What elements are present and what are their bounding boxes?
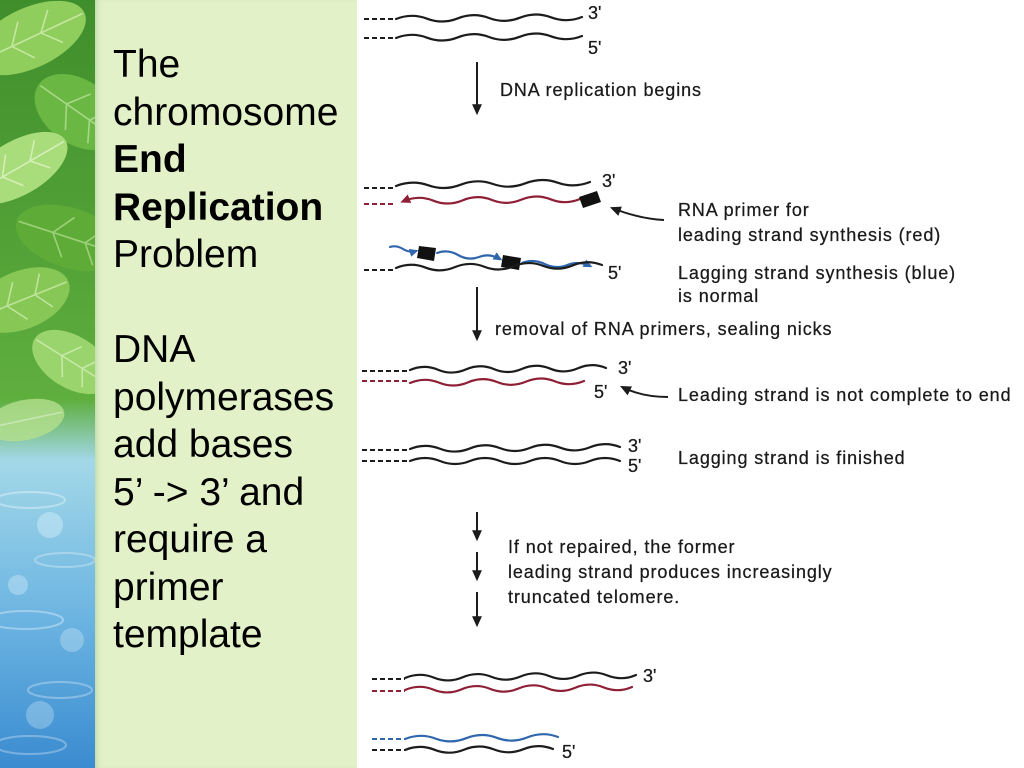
water-ripples	[0, 491, 95, 755]
body-line: 5’ -> 3’ and	[113, 470, 305, 514]
rna-primer-block	[417, 246, 436, 261]
body-line: DNA	[113, 328, 196, 371]
end-label-3-prime: 3'	[628, 436, 641, 456]
stage-truncated-duplex-red: 3'	[372, 666, 657, 694]
truncated-strand	[403, 745, 555, 754]
annotation-unrepaired-outcome: leading strand produces increasingly	[508, 562, 833, 582]
template-strand	[394, 261, 604, 272]
end-label-5-prime: 5'	[608, 263, 621, 283]
diagram-canvas: 3' 5' DNA replication begins 3' RNA prim…	[362, 3, 1012, 762]
lagging-strand-blue	[388, 245, 419, 257]
rna-primer-block	[579, 191, 601, 208]
water-ripple	[0, 610, 64, 630]
leaf-icon	[32, 329, 95, 395]
slide-heading: The chromosome End Replication Problem	[113, 41, 338, 279]
pointer-arrow-icon	[620, 386, 669, 398]
leaf-icon	[0, 0, 86, 76]
water-highlight	[37, 512, 63, 538]
water-ripple	[34, 552, 95, 568]
water-highlight	[8, 575, 28, 595]
annotation-lagging-synthesis: Lagging strand synthesis (blue)	[678, 263, 956, 283]
heading-line: The	[113, 43, 181, 86]
step-label-replication-begins: DNA replication begins	[500, 80, 702, 100]
annotation-unrepaired-outcome: truncated telomere.	[508, 587, 680, 607]
annotation-leading-incomplete: Leading strand is not complete to end	[678, 385, 1012, 405]
leaf-icon	[34, 73, 95, 151]
decorative-strip	[0, 0, 95, 768]
template-strand-top	[394, 13, 584, 23]
text-panel: The chromosome End Replication Problem D…	[95, 0, 357, 768]
leaf-icon	[0, 398, 65, 442]
end-label-3-prime: 3'	[602, 171, 615, 191]
lagging-strand-blue	[403, 733, 560, 743]
leaf-and-water-decoration	[0, 0, 95, 768]
template-strand	[403, 671, 638, 682]
body-line: primer	[113, 565, 224, 609]
end-label-5-prime: 5'	[562, 742, 575, 762]
body-line: require a	[113, 518, 267, 561]
template-strand-bottom	[394, 32, 584, 42]
stage-truncated-duplex-blue: 5'	[372, 733, 576, 762]
annotation-unrepaired-outcome: If not repaired, the former	[508, 537, 735, 557]
leaf-icon	[0, 131, 68, 205]
annotation-lagging-finished: Lagging strand is finished	[678, 448, 906, 468]
leading-strand-red	[408, 377, 586, 387]
water-ripple	[27, 681, 93, 699]
stage-parental-duplex: 3' 5'	[364, 3, 602, 58]
end-label-3-prime: 3'	[618, 358, 631, 378]
slide-body-text: DNA polymerases add bases 5’ -> 3’ and r…	[113, 326, 338, 659]
annotation-rna-primer: leading strand synthesis (red)	[678, 225, 941, 245]
end-replication-diagram: 3' 5' DNA replication begins 3' RNA prim…	[357, 0, 1024, 768]
water-highlights	[8, 512, 84, 729]
water-ripple	[0, 491, 66, 509]
water-highlight	[26, 701, 54, 729]
leaf-vein	[18, 216, 95, 266]
step-label-primer-removal: removal of RNA primers, sealing nicks	[495, 319, 832, 339]
heading-bold-line: End	[113, 138, 187, 181]
heading-line: Problem	[113, 233, 259, 276]
stage-leading-strand: 3' RNA primer for leading strand synthes…	[364, 171, 941, 245]
heading-line: chromosome	[113, 90, 339, 134]
template-strand	[394, 178, 592, 190]
water-highlight	[60, 628, 84, 652]
leaf-vein	[0, 139, 65, 196]
end-label-3-prime: 3'	[588, 3, 601, 23]
leaf-vein	[35, 339, 95, 388]
leaf-vein	[0, 273, 67, 320]
leaf-icon	[0, 267, 70, 333]
template-strand	[408, 443, 622, 453]
annotation-rna-primer: RNA primer for	[678, 200, 810, 220]
annotation-lagging-synthesis: is normal	[678, 286, 759, 306]
end-label-5-prime: 5'	[594, 382, 607, 402]
leaf-vein	[0, 9, 83, 64]
end-label-5-prime: 5'	[588, 38, 601, 58]
leaf-vein	[39, 84, 95, 144]
leading-strand-red	[400, 194, 582, 205]
body-line: template	[113, 613, 263, 656]
body-line: add bases	[113, 423, 293, 466]
body-line: polymerases	[113, 375, 335, 419]
stage-lagging-strand: 5' Lagging strand synthesis (blue) is no…	[364, 245, 956, 306]
lagging-strand	[408, 456, 622, 466]
end-label-3-prime: 3'	[643, 666, 656, 686]
stage-lagging-product: 3' 5' Lagging strand is finished	[362, 436, 906, 476]
leaf-vein	[0, 411, 63, 429]
pointer-arrow-icon	[609, 206, 665, 221]
end-label-5-prime: 5'	[628, 456, 641, 476]
lagging-strand-blue	[435, 250, 503, 261]
leading-strand-red	[403, 683, 634, 694]
heading-bold-line: Replication	[113, 185, 324, 229]
leaf-icon	[15, 204, 95, 272]
water-ripple	[0, 735, 67, 755]
slide-text: The chromosome End Replication Problem D…	[113, 41, 338, 659]
template-strand	[408, 364, 608, 374]
stage-leading-product: 3' 5' Leading strand is not complete to …	[362, 358, 1012, 405]
